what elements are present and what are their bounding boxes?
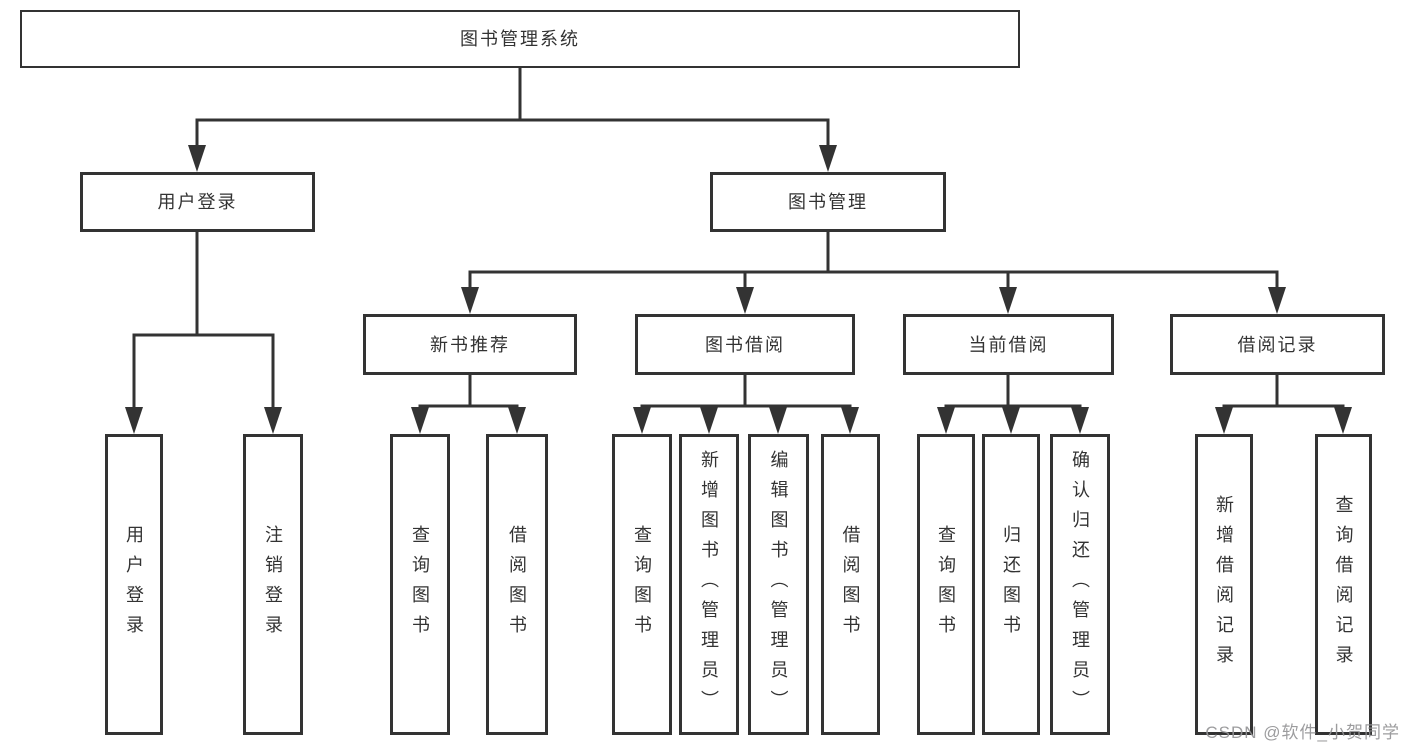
node-user-login: 用户登录 [80, 172, 315, 232]
node-edit-book: 编辑图书（管理员） [748, 434, 809, 735]
arrowhead-icon [1002, 407, 1020, 434]
arrowhead-icon [633, 407, 651, 434]
arrowhead-icon [188, 145, 206, 172]
node-query-books-b: 查询图书 [612, 434, 672, 735]
node-return-book: 归还图书 [982, 434, 1040, 735]
arrowhead-icon [700, 407, 718, 434]
arrowhead-icon [937, 407, 955, 434]
node-book-mgmt: 图书管理 [710, 172, 946, 232]
arrowhead-icon [841, 407, 859, 434]
arrowhead-icon [1215, 407, 1233, 434]
watermark-text: CSDN @软件_小贺同学 [1205, 723, 1400, 742]
node-book-borrow: 图书借阅 [635, 314, 855, 375]
arrowhead-icon [736, 287, 754, 314]
arrowhead-icon [411, 407, 429, 434]
arrowhead-icon [1268, 287, 1286, 314]
node-new-book-rec: 新书推荐 [363, 314, 577, 375]
node-query-books-c: 查询图书 [917, 434, 975, 735]
node-borrow-books-a: 借阅图书 [486, 434, 548, 735]
arrowhead-icon [264, 407, 282, 434]
node-add-record: 新增借阅记录 [1195, 434, 1253, 735]
node-borrow-books-b: 借阅图书 [821, 434, 880, 735]
node-confirm-return: 确认归还（管理员） [1050, 434, 1110, 735]
arrowhead-icon [1071, 407, 1089, 434]
node-query-record: 查询借阅记录 [1315, 434, 1372, 735]
node-borrow-records: 借阅记录 [1170, 314, 1385, 375]
arrowhead-icon [999, 287, 1017, 314]
arrowhead-icon [125, 407, 143, 434]
node-user-login-leaf: 用户登录 [105, 434, 163, 735]
arrowhead-icon [819, 145, 837, 172]
node-logout-leaf: 注销登录 [243, 434, 303, 735]
node-current-borrow: 当前借阅 [903, 314, 1114, 375]
node-root: 图书管理系统 [20, 10, 1020, 68]
arrowhead-icon [508, 407, 526, 434]
arrowhead-icon [1334, 407, 1352, 434]
node-add-book: 新增图书（管理员） [679, 434, 739, 735]
arrowhead-icon [461, 287, 479, 314]
node-query-books-a: 查询图书 [390, 434, 450, 735]
arrowhead-icon [769, 407, 787, 434]
